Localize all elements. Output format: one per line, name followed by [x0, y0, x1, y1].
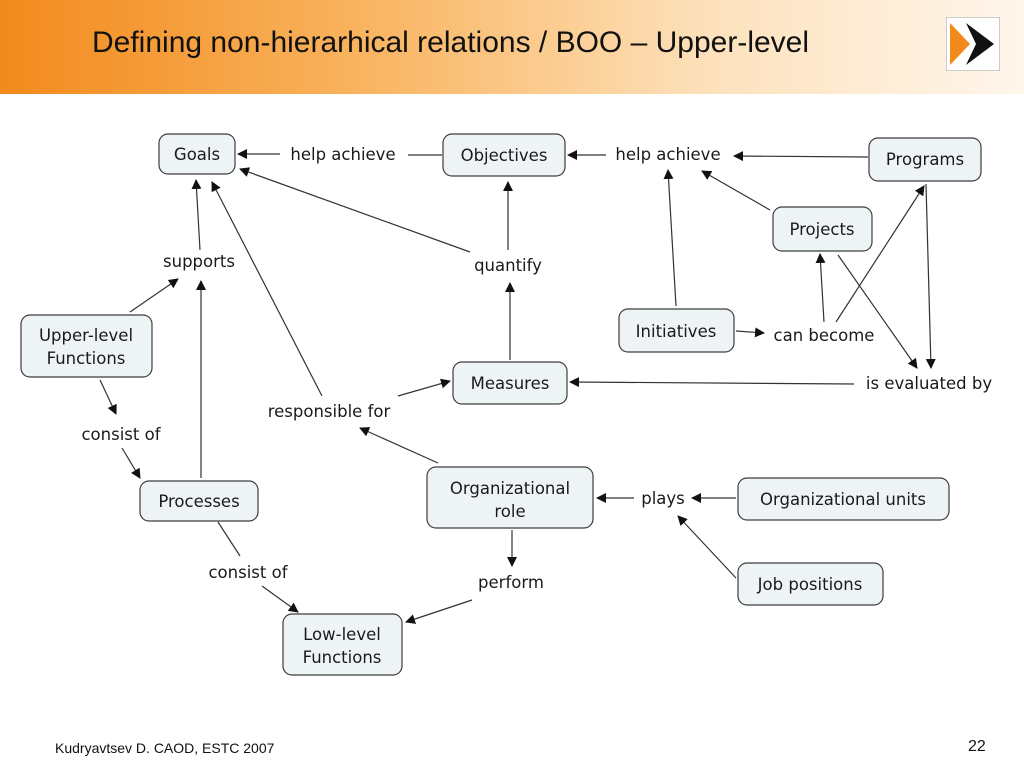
svg-text:Functions: Functions: [47, 349, 126, 368]
svg-text:Processes: Processes: [158, 492, 239, 511]
concept-processes[interactable]: Processes: [139, 480, 259, 522]
edge-processes-consistof2: [217, 521, 241, 557]
concept-objectives[interactable]: Objectives: [442, 133, 566, 177]
edge-quantify-goals: [239, 167, 471, 253]
double-chevron-logo-icon: [946, 17, 1000, 71]
link-quantify: quantify: [474, 256, 542, 275]
concept-low-level-functions[interactable]: Low-level Functions: [282, 613, 403, 676]
edge-orgrole-responsiblefor: [359, 427, 439, 464]
edge-upperlevel-supports: [129, 278, 179, 313]
edges: [99, 149, 936, 624]
link-responsible-for: responsible for: [268, 402, 391, 421]
link-plays: plays: [641, 489, 685, 508]
slide-header: [0, 0, 1024, 94]
edge-initiatives-helpachieve2: [663, 169, 677, 307]
svg-text:role: role: [494, 502, 525, 521]
edge-isevaluatedby-measures: [569, 377, 855, 388]
edge-perform-lowlevel: [405, 599, 473, 624]
edge-programs-isevaluatedby: [925, 183, 936, 369]
concept-organizational-units[interactable]: Organizational units: [737, 477, 950, 521]
edge-programs-helpachieve2: [733, 151, 869, 162]
svg-text:Functions: Functions: [303, 648, 382, 667]
concept-job-positions[interactable]: Job positions: [737, 562, 884, 606]
svg-text:Goals: Goals: [174, 145, 220, 164]
concept-initiatives[interactable]: Initiatives: [618, 308, 735, 353]
svg-text:Organizational: Organizational: [450, 479, 570, 498]
svg-text:Job positions: Job positions: [757, 575, 863, 594]
svg-text:Upper-level: Upper-level: [39, 326, 133, 345]
svg-text:Projects: Projects: [789, 220, 854, 239]
svg-text:Low-level: Low-level: [303, 625, 381, 644]
concept-measures[interactable]: Measures: [452, 361, 568, 405]
edge-canbecome-programs: [835, 185, 925, 323]
edge-responsiblefor-goals: [211, 181, 323, 397]
concept-programs[interactable]: Programs: [868, 137, 982, 182]
slide-title: Defining non-hierarhical relations / BOO…: [92, 26, 810, 59]
page-number: 22: [968, 738, 986, 755]
link-can-become: can become: [774, 326, 875, 345]
link-consist-of-1: consist of: [81, 425, 161, 444]
link-help-achieve-1: help achieve: [290, 145, 395, 164]
edge-consistof1-processes: [121, 447, 141, 479]
edge-supports-goals: [191, 179, 202, 251]
link-consist-of-2: consist of: [208, 563, 288, 582]
link-supports: supports: [163, 252, 235, 271]
svg-text:Measures: Measures: [471, 374, 550, 393]
edge-projects-helpachieve2: [701, 170, 771, 211]
link-is-evaluated-by: is evaluated by: [866, 374, 992, 393]
svg-text:Objectives: Objectives: [461, 146, 548, 165]
concept-upper-level-functions[interactable]: Upper-level Functions: [20, 314, 153, 378]
edge-responsiblefor-measures: [397, 378, 451, 397]
svg-text:Organizational units: Organizational units: [760, 490, 926, 509]
concept-organizational-role[interactable]: Organizational role: [426, 466, 594, 529]
edge-consistof2-lowlevel: [261, 585, 299, 613]
edge-projects-isevaluatedby: [837, 254, 918, 369]
link-help-achieve-2: help achieve: [615, 145, 720, 164]
edge-jobpositions-plays: [677, 515, 737, 579]
footer-author: Kudryavtsev D. CAOD, ESTC 2007: [55, 740, 275, 756]
svg-text:Initiatives: Initiatives: [636, 322, 717, 341]
link-perform: perform: [478, 573, 544, 592]
concept-projects[interactable]: Projects: [772, 206, 873, 252]
concept-goals[interactable]: Goals: [158, 133, 236, 175]
edge-canbecome-projects: [815, 253, 826, 323]
svg-text:Programs: Programs: [886, 150, 964, 169]
edge-upperlevel-consistof1: [99, 379, 117, 415]
edge-initiatives-canbecome: [735, 327, 765, 338]
